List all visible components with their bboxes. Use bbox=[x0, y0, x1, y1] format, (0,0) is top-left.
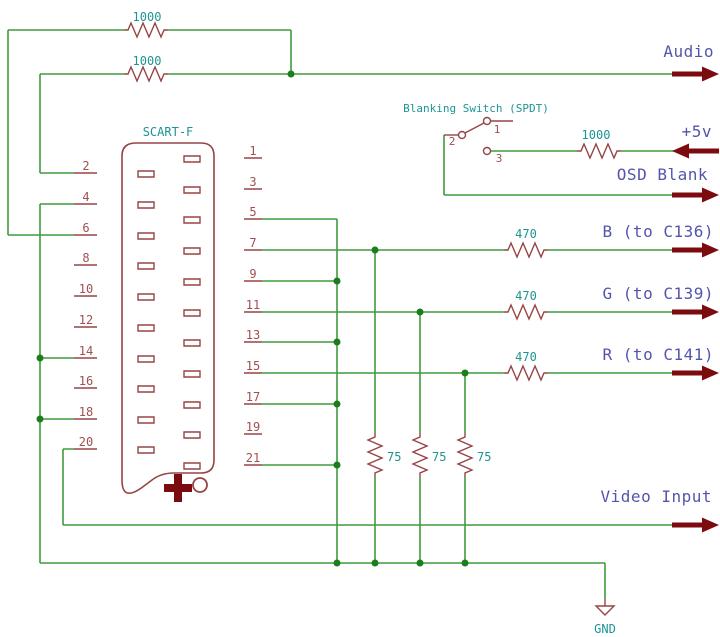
red-arrow-icon bbox=[672, 365, 719, 381]
resistor-red-series-value: 470 bbox=[515, 350, 537, 364]
resistor-blue-term bbox=[366, 433, 384, 477]
pin-number-5: 5 bbox=[249, 205, 256, 219]
net-ground-left-wire bbox=[39, 203, 606, 599]
ground-triangle-icon bbox=[594, 605, 616, 616]
junction-dot bbox=[333, 338, 341, 346]
pin-number-20: 20 bbox=[79, 435, 93, 449]
scart-connector-outline bbox=[121, 142, 215, 494]
pin-number-3: 3 bbox=[249, 175, 256, 189]
pin-number-13: 13 bbox=[246, 328, 260, 342]
resistor-audio-bottom bbox=[124, 65, 168, 83]
pin-number-11: 11 bbox=[246, 298, 260, 312]
pin-number-1: 1 bbox=[249, 144, 256, 158]
scart-pin-contacts-left bbox=[137, 170, 155, 454]
resistor-green-series-value: 470 bbox=[515, 289, 537, 303]
ground-symbol: GND bbox=[594, 599, 616, 636]
net-ground-bus-wire bbox=[262, 218, 338, 563]
net-blue-wire bbox=[262, 249, 676, 563]
junction-dot bbox=[287, 70, 295, 78]
junction-dot bbox=[36, 415, 44, 423]
blue-signal-label: B (to C136) bbox=[603, 222, 714, 241]
osd-blank-arrow-icon bbox=[672, 187, 719, 203]
resistor-supply bbox=[577, 142, 621, 160]
resistor-audio-top-value: 1000 bbox=[133, 10, 162, 24]
pin-number-12: 12 bbox=[79, 313, 93, 327]
pin-number-16: 16 bbox=[79, 374, 93, 388]
audio-label: Audio bbox=[663, 42, 714, 61]
green-signal-label: G (to C139) bbox=[603, 284, 714, 303]
blue-arrow-icon bbox=[672, 242, 719, 258]
switch-terminal2-contact bbox=[457, 130, 467, 140]
resistor-blue-term-value: 75 bbox=[387, 450, 401, 464]
ground-label: GND bbox=[594, 622, 616, 636]
pin1-indicator-icon bbox=[192, 477, 208, 493]
pin-number-17: 17 bbox=[246, 390, 260, 404]
resistor-audio-top bbox=[124, 21, 168, 39]
resistor-red-term-value: 75 bbox=[477, 450, 491, 464]
pin-number-21: 21 bbox=[246, 451, 260, 465]
pin-number-15: 15 bbox=[246, 359, 260, 373]
switch-terminal1-contact bbox=[482, 116, 492, 126]
audio-arrow-icon bbox=[672, 66, 719, 82]
blanking-switch-label: Blanking Switch (SPDT) bbox=[403, 102, 549, 115]
red-signal-label: R (to C141) bbox=[603, 345, 714, 364]
osd-blank-label: OSD Blank bbox=[617, 165, 708, 184]
junction-dot bbox=[461, 369, 469, 377]
resistor-audio-bottom-value: 1000 bbox=[133, 54, 162, 68]
pin-number-7: 7 bbox=[249, 236, 256, 250]
pin-number-9: 9 bbox=[249, 267, 256, 281]
resistor-green-term-value: 75 bbox=[432, 450, 446, 464]
odd-pin-stubs bbox=[244, 157, 262, 466]
green-arrow-icon bbox=[672, 304, 719, 320]
pin-number-4: 4 bbox=[82, 190, 89, 204]
scart-pin-contacts-right bbox=[183, 155, 201, 470]
net-green-wire bbox=[262, 311, 676, 563]
junction-dots bbox=[36, 70, 469, 567]
junction-dot bbox=[371, 246, 379, 254]
switch-terminal2-number: 2 bbox=[449, 135, 456, 148]
resistor-green-series bbox=[504, 303, 548, 321]
net-red-wire bbox=[262, 372, 676, 563]
resistor-blue-series bbox=[504, 241, 548, 259]
net-audio-wire bbox=[7, 29, 676, 236]
scart-connector: SCART-F bbox=[121, 125, 215, 502]
resistor-red-series bbox=[504, 364, 548, 382]
resistor-blue-series-value: 470 bbox=[515, 227, 537, 241]
pin-number-18: 18 bbox=[79, 405, 93, 419]
resistor-supply-value: 1000 bbox=[582, 128, 611, 142]
switch-terminal1-number: 1 bbox=[494, 123, 501, 136]
even-pin-stubs bbox=[74, 172, 97, 450]
switch-terminal3-contact bbox=[482, 146, 492, 156]
resistor-red-term bbox=[456, 433, 474, 477]
junction-dot bbox=[333, 559, 341, 567]
net-switch-wire bbox=[443, 135, 676, 196]
junction-dot bbox=[461, 559, 469, 567]
polarity-cross-icon bbox=[164, 474, 192, 502]
switch-terminal3-number: 3 bbox=[496, 152, 503, 165]
net-video-input-wire bbox=[62, 448, 676, 526]
scart-connector-label: SCART-F bbox=[143, 125, 194, 139]
video-input-arrow-icon bbox=[672, 517, 719, 533]
pin-number-8: 8 bbox=[82, 251, 89, 265]
resistor-green-term bbox=[411, 433, 429, 477]
junction-dot bbox=[333, 461, 341, 469]
junction-dot bbox=[371, 559, 379, 567]
junction-dot bbox=[333, 277, 341, 285]
video-input-label: Video Input bbox=[601, 487, 712, 506]
switch-lever bbox=[464, 122, 485, 134]
pin-number-19: 19 bbox=[246, 420, 260, 434]
junction-dot bbox=[416, 559, 424, 567]
junction-dot bbox=[416, 308, 424, 316]
junction-dot bbox=[36, 354, 44, 362]
pin-number-6: 6 bbox=[82, 221, 89, 235]
junction-dot bbox=[333, 400, 341, 408]
blanking-switch: Blanking Switch (SPDT) 1 2 3 bbox=[403, 102, 549, 165]
supply-arrow-icon bbox=[672, 143, 719, 159]
pin-number-14: 14 bbox=[79, 344, 93, 358]
supply-label: +5v bbox=[682, 122, 712, 141]
pin-number-2: 2 bbox=[82, 159, 89, 173]
pin-number-10: 10 bbox=[79, 282, 93, 296]
